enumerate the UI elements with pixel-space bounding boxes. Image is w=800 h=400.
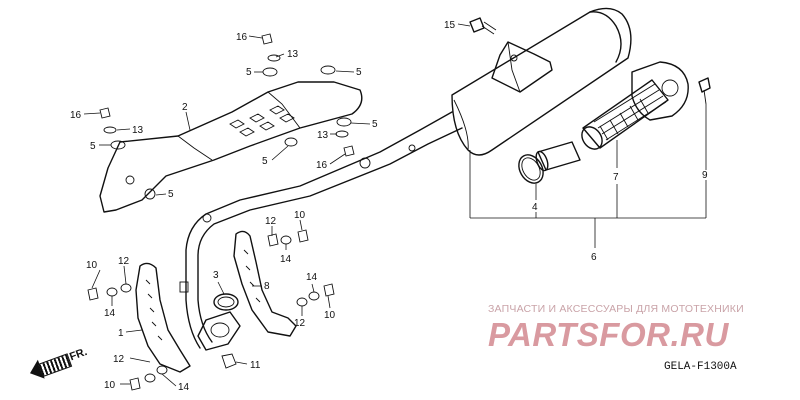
- callout-10: 10: [86, 260, 98, 271]
- inner-tube[interactable]: [534, 141, 581, 172]
- callout-13: 13: [287, 49, 299, 60]
- callout-12: 12: [118, 256, 130, 267]
- diagram-code: GELA-F1300A: [664, 361, 737, 373]
- callout-5: 5: [168, 189, 174, 200]
- callout-14: 14: [104, 308, 116, 319]
- callout-11: 11: [250, 360, 261, 371]
- callout-15: 15: [444, 20, 456, 31]
- callout-16: 16: [70, 110, 82, 121]
- callout-12: 12: [265, 216, 277, 227]
- callout-1: 1: [118, 328, 124, 339]
- callout-16: 16: [236, 32, 248, 43]
- heat-shield-1[interactable]: [135, 262, 191, 373]
- callout-14: 14: [306, 272, 318, 283]
- callout-5: 5: [262, 156, 268, 167]
- watermark-tagline: ЗАПЧАСТИ И АКСЕССУАРЫ ДЛЯ МОТОТЕХНИКИ: [488, 303, 744, 315]
- callout-3: 3: [213, 270, 219, 281]
- tail-pipe[interactable]: [578, 61, 689, 153]
- heat-shield-8[interactable]: [233, 230, 297, 337]
- callout-6: 6: [591, 252, 597, 263]
- exhaust-pipe[interactable]: [179, 111, 463, 349]
- callout-13: 13: [317, 130, 329, 141]
- bolt-15[interactable]: [469, 17, 497, 35]
- callout-5: 5: [90, 141, 96, 152]
- callout-2: 2: [182, 102, 188, 113]
- gasket-4[interactable]: [514, 151, 548, 188]
- leader-lines: [83, 23, 707, 387]
- exhaust-flange[interactable]: [197, 311, 241, 351]
- callout-10: 10: [104, 380, 116, 391]
- callout-8: 8: [264, 281, 270, 292]
- callout-7: 7: [613, 172, 619, 183]
- callout-13: 13: [132, 125, 144, 136]
- callout-9: 9: [702, 170, 708, 181]
- callout-14: 14: [178, 382, 190, 393]
- callout-10: 10: [294, 210, 306, 221]
- watermark-logo: PARTSFOR.RU: [488, 316, 729, 353]
- gasket-3[interactable]: [213, 293, 239, 311]
- callout-12: 12: [294, 318, 306, 329]
- bolt-9[interactable]: [698, 77, 711, 105]
- heat-shield-2[interactable]: [99, 81, 363, 213]
- callout-4: 4: [532, 202, 538, 213]
- callout-5: 5: [356, 67, 362, 78]
- callout-10: 10: [324, 310, 336, 321]
- callout-16: 16: [316, 160, 328, 171]
- callout-12: 12: [113, 354, 125, 365]
- callout-labels: 15 16 13 5 5 2 16 13 5 5 13 5 16 5 7 9 4…: [70, 20, 708, 393]
- callout-5: 5: [246, 67, 252, 78]
- muffler[interactable]: [451, 7, 632, 156]
- callout-14: 14: [280, 254, 292, 265]
- callout-5: 5: [372, 119, 378, 130]
